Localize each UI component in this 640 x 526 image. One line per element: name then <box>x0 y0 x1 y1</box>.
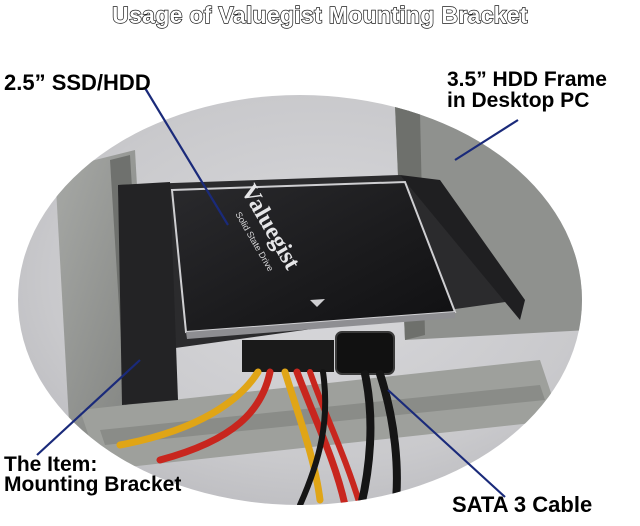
ssd-label: 2.5” SSD/HDD <box>4 70 151 95</box>
hdd-frame-label: 3.5” HDD Frame in Desktop PC <box>447 69 607 111</box>
callout-item <box>36 359 141 456</box>
callout-cable <box>387 389 506 498</box>
ssd-drive <box>170 180 457 339</box>
callout-lines <box>36 87 519 498</box>
power-connector <box>242 340 334 372</box>
callout-ssd <box>144 87 229 226</box>
hdd-frame-label-line2: in Desktop PC <box>447 89 590 112</box>
mounting-bracket-label: The Item: Mounting Bracket <box>4 453 182 496</box>
photo-oval <box>18 95 582 505</box>
mounting-bracket-label-line2: Mounting Bracket <box>4 473 182 496</box>
cable-bundle <box>116 368 401 505</box>
hdd-frame-label-line1: 3.5” HDD Frame <box>447 68 607 91</box>
mounting-bracket-label-line1: The Item: <box>4 453 98 476</box>
page-title: Usage of Valuegist Mounting Bracket <box>111 1 528 28</box>
sata-cable-label: SATA 3 Cable <box>452 492 593 517</box>
drive-arrow <box>310 299 325 307</box>
callout-frame <box>454 119 519 161</box>
